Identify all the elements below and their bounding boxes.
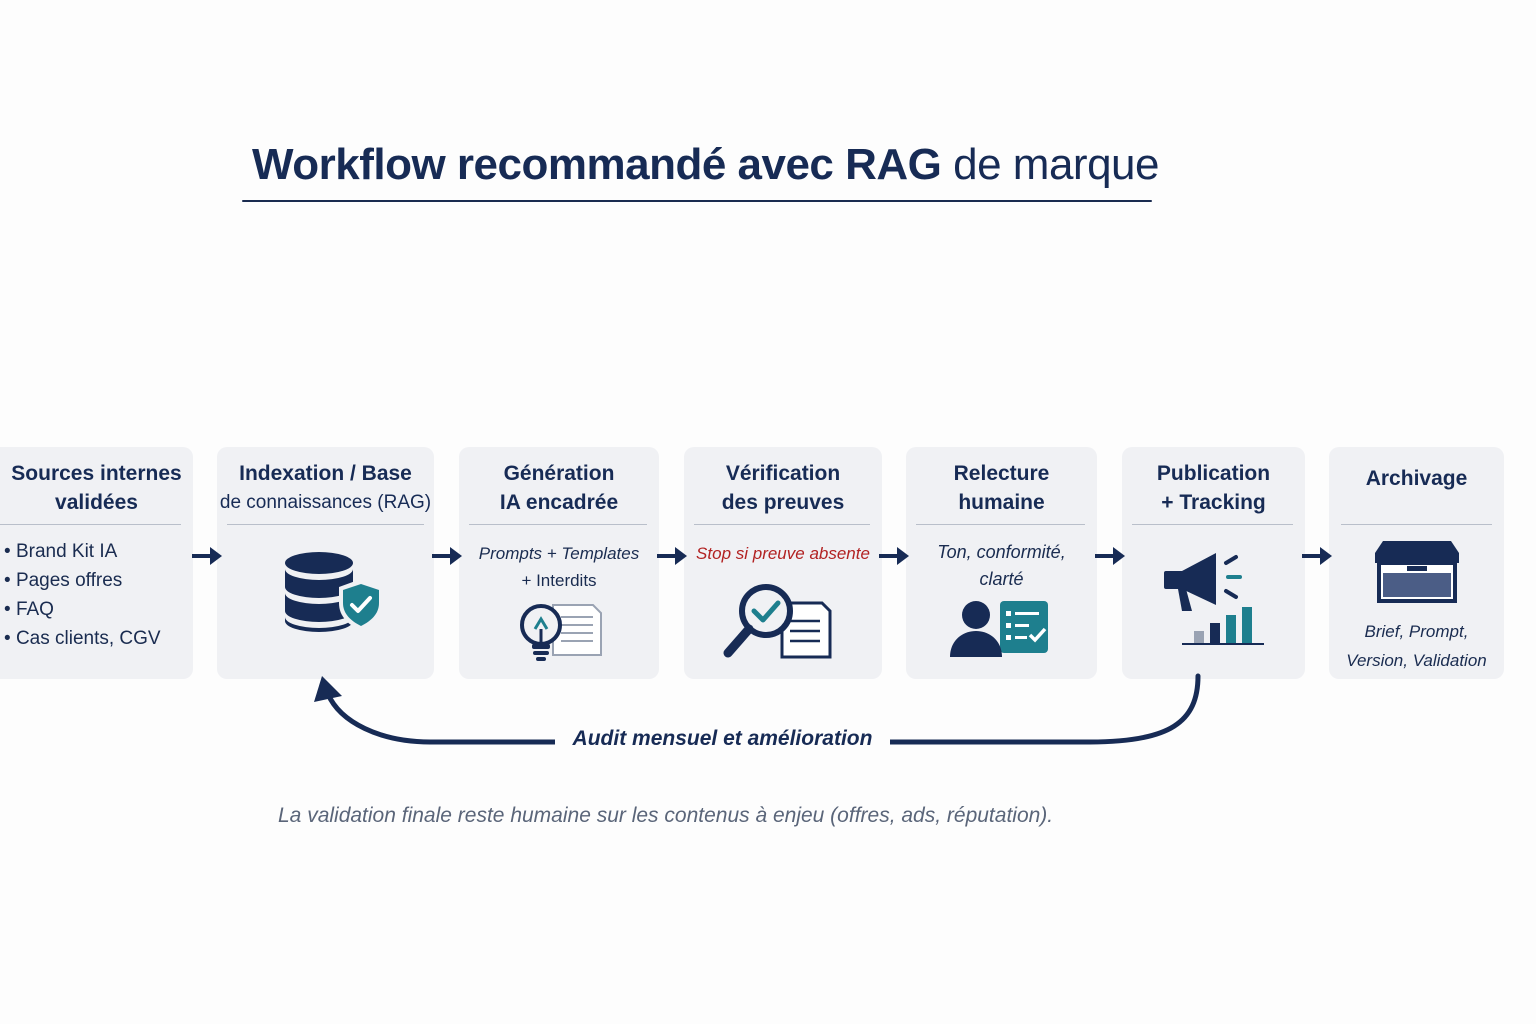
step-title: Génération IA encadrée (459, 459, 659, 517)
step-card-sources: Sources internes validées Brand Kit IA P… (0, 447, 193, 679)
step-card-indexation: Indexation / Base de connaissances (RAG) (217, 447, 434, 679)
arrow-right-icon (1302, 547, 1332, 565)
step-divider (1132, 524, 1293, 525)
arrow-right-icon (657, 547, 687, 565)
footnote: La validation finale reste humaine sur l… (278, 804, 1054, 827)
step-card-relecture: Relecture humaine Ton, conformité, clart… (906, 447, 1097, 679)
step-card-generation: Génération IA encadrée Prompts + Templat… (459, 447, 659, 679)
step-title: Sources internes validées (0, 459, 193, 517)
step-title: Indexation / Base de connaissances (RAG) (217, 459, 434, 517)
database-shield-icon (285, 552, 383, 632)
step-text-line1: Ton, conformité, (937, 542, 1066, 562)
step-divider (1341, 524, 1492, 525)
step-description: Prompts + Templates + Interdits (459, 540, 659, 594)
step-text-line2: clarté (979, 569, 1024, 589)
step-text-line1: Brief, Prompt, (1364, 622, 1469, 641)
step-title-line2: des preuves (721, 491, 845, 514)
arrow-right-icon (192, 547, 222, 565)
list-item: FAQ (4, 595, 161, 624)
megaphone-chart-icon (1164, 553, 1264, 645)
step-title-line2: validées (55, 491, 138, 514)
step-title-line2: IA encadrée (499, 491, 619, 514)
stop-warning: Stop si preuve absente (696, 544, 870, 563)
step-divider (469, 524, 647, 525)
archive-box-icon (1375, 541, 1459, 603)
step-title-line1: Génération (503, 462, 615, 485)
title-underline (242, 200, 1152, 202)
step-title-line2: de connaissances (RAG) (219, 492, 432, 513)
magnifier-check-icon (723, 584, 832, 659)
lightbulb-document-icon (520, 604, 602, 661)
step-title: Publication + Tracking (1122, 459, 1305, 517)
title-bold: Workflow recommandé avec RAG (252, 140, 942, 189)
step-text-line1: Prompts + Templates (478, 544, 640, 563)
step-divider (694, 524, 870, 525)
page-title: Workflow recommandé avec RAG de marque (252, 140, 1172, 190)
list-item: Pages offres (4, 566, 161, 595)
step-description: Stop si preuve absente (684, 540, 882, 567)
step-divider (0, 524, 181, 525)
step-description: Brief, Prompt, Version, Validation (1329, 617, 1504, 675)
step-text-line2: Version, Validation (1346, 651, 1487, 670)
step-title: Archivage (1329, 464, 1504, 493)
step-title-line1: Publication (1156, 462, 1271, 485)
step-card-publication: Publication + Tracking (1122, 447, 1305, 679)
step-title-line1: Archivage (1365, 467, 1468, 490)
list-item: Cas clients, CGV (4, 624, 161, 653)
step-title-line1: Indexation / Base (239, 462, 412, 485)
arrow-right-icon (432, 547, 462, 565)
step-title: Relecture humaine (906, 459, 1097, 517)
list-item: Brand Kit IA (4, 537, 161, 566)
step-title-line2: humaine (958, 491, 1045, 514)
step-divider (227, 524, 424, 525)
step-card-verification: Vérification des preuves Stop si preuve … (684, 447, 882, 679)
step-title: Vérification des preuves (684, 459, 882, 517)
step-title-line1: Sources internes (11, 462, 182, 485)
arrow-right-icon (1095, 547, 1125, 565)
step-text-line2: + Interdits (521, 571, 597, 590)
step-card-archivage: Archivage Brief, Prompt, Version, Valida… (1329, 447, 1504, 679)
title-light: de marque (953, 140, 1159, 189)
loop-label: Audit mensuel et amélioration (555, 727, 890, 751)
step-divider (916, 524, 1085, 525)
person-checklist-icon (950, 601, 1048, 657)
feedback-loop-arrow (314, 673, 1201, 745)
sources-list: Brand Kit IA Pages offres FAQ Cas client… (4, 537, 161, 653)
step-title-line1: Vérification (725, 462, 841, 485)
step-title-line1: Relecture (953, 462, 1050, 485)
step-description: Ton, conformité, clarté (906, 539, 1097, 593)
arrow-right-icon (879, 547, 909, 565)
step-title-line2: + Tracking (1161, 491, 1266, 514)
